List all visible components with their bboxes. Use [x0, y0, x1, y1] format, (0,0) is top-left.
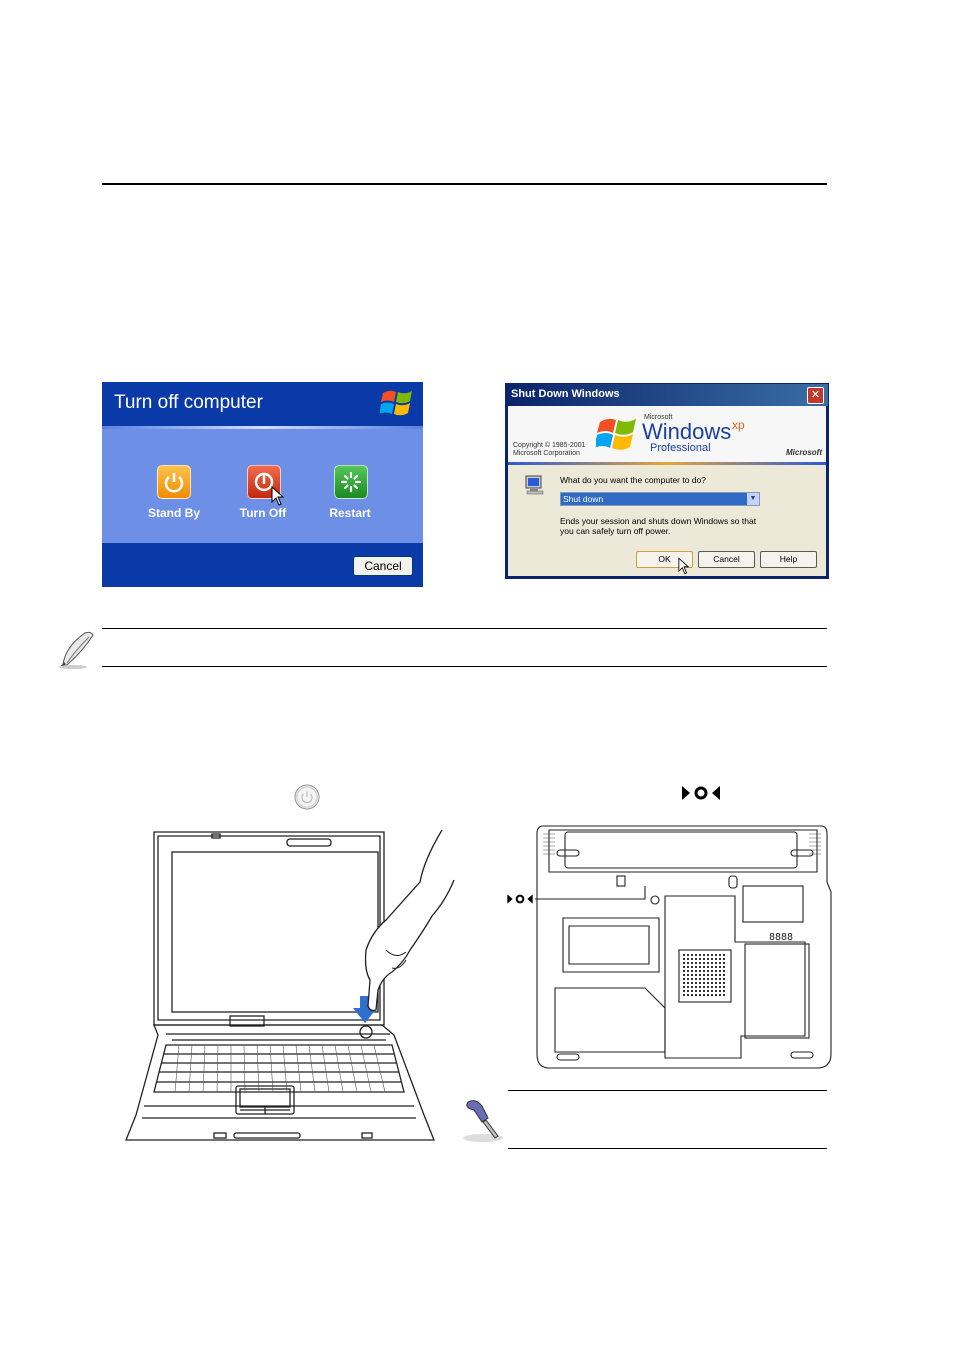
mouse-cursor-icon [271, 486, 285, 506]
restart-button[interactable] [334, 465, 368, 499]
windows-flag-icon [380, 390, 412, 416]
shutdown-option-select[interactable]: Shut down ▼ [560, 492, 760, 506]
brand-edition: Professional [650, 442, 711, 454]
note-top-rule [102, 628, 827, 629]
screwdriver-icon [463, 1100, 503, 1142]
vent-label: 8888 [769, 932, 793, 943]
laptop-bottom-illustration: 8888 [535, 825, 832, 1069]
brand-windows: Windows [642, 419, 732, 444]
turn-off-computer-dialog: Turn off computer Stand By Turn Off [102, 382, 423, 587]
close-button[interactable]: ✕ [807, 387, 824, 404]
cancel-button[interactable]: Cancel [698, 551, 755, 568]
reset-symbol-icon [507, 894, 533, 904]
description-line1: Ends your session and shuts down Windows… [560, 516, 757, 526]
standby-label: Stand By [147, 506, 200, 520]
description-line2: you can safely turn off power. [560, 526, 671, 536]
computer-icon [525, 475, 544, 495]
note-pen-icon [59, 631, 94, 669]
help-button[interactable]: Help [760, 551, 817, 568]
power-icon [164, 473, 184, 493]
turn-off-label: Turn Off [239, 506, 287, 520]
chevron-down-icon[interactable]: ▼ [747, 493, 759, 505]
brand-xp: xp [732, 418, 745, 432]
brand-microsoft-small: Microsoft [644, 414, 673, 421]
banner-stripe [508, 462, 826, 465]
dialog-header [102, 382, 423, 426]
restart-label: Restart [329, 506, 371, 520]
tip-top-rule [508, 1090, 827, 1091]
title-bar [506, 384, 828, 406]
mouse-cursor-icon [678, 557, 690, 575]
power-button-icon [294, 784, 320, 810]
windows-banner: Microsoft Windows xp Professional Copyri… [508, 406, 826, 462]
tip-bottom-rule [508, 1148, 827, 1149]
copyright-line2: Microsoft Corporation [513, 450, 580, 457]
copyright-line1: Copyright © 1985-2001 [513, 442, 586, 449]
windows-flag-icon [596, 418, 636, 450]
microsoft-logo-text: Microsoft [786, 448, 822, 457]
reset-label-icon [506, 892, 534, 910]
dialog-title: Turn off computer [114, 392, 263, 413]
cancel-button[interactable]: Cancel [353, 556, 413, 576]
laptop-power-illustration [125, 829, 455, 1141]
restart-icon [340, 471, 362, 493]
shut-down-windows-dialog: Shut Down Windows ✕ Microsoft Windows xp… [505, 383, 829, 579]
prompt-text: What do you want the computer to do? [560, 475, 707, 485]
header-divider [102, 426, 423, 429]
selected-option: Shut down [563, 494, 604, 504]
power-icon [254, 472, 274, 492]
note-bottom-rule [102, 666, 827, 667]
dialog-title: Shut Down Windows [511, 388, 620, 400]
reset-symbol-icon [682, 786, 720, 800]
standby-button[interactable] [157, 465, 191, 499]
header-rule [102, 183, 827, 185]
